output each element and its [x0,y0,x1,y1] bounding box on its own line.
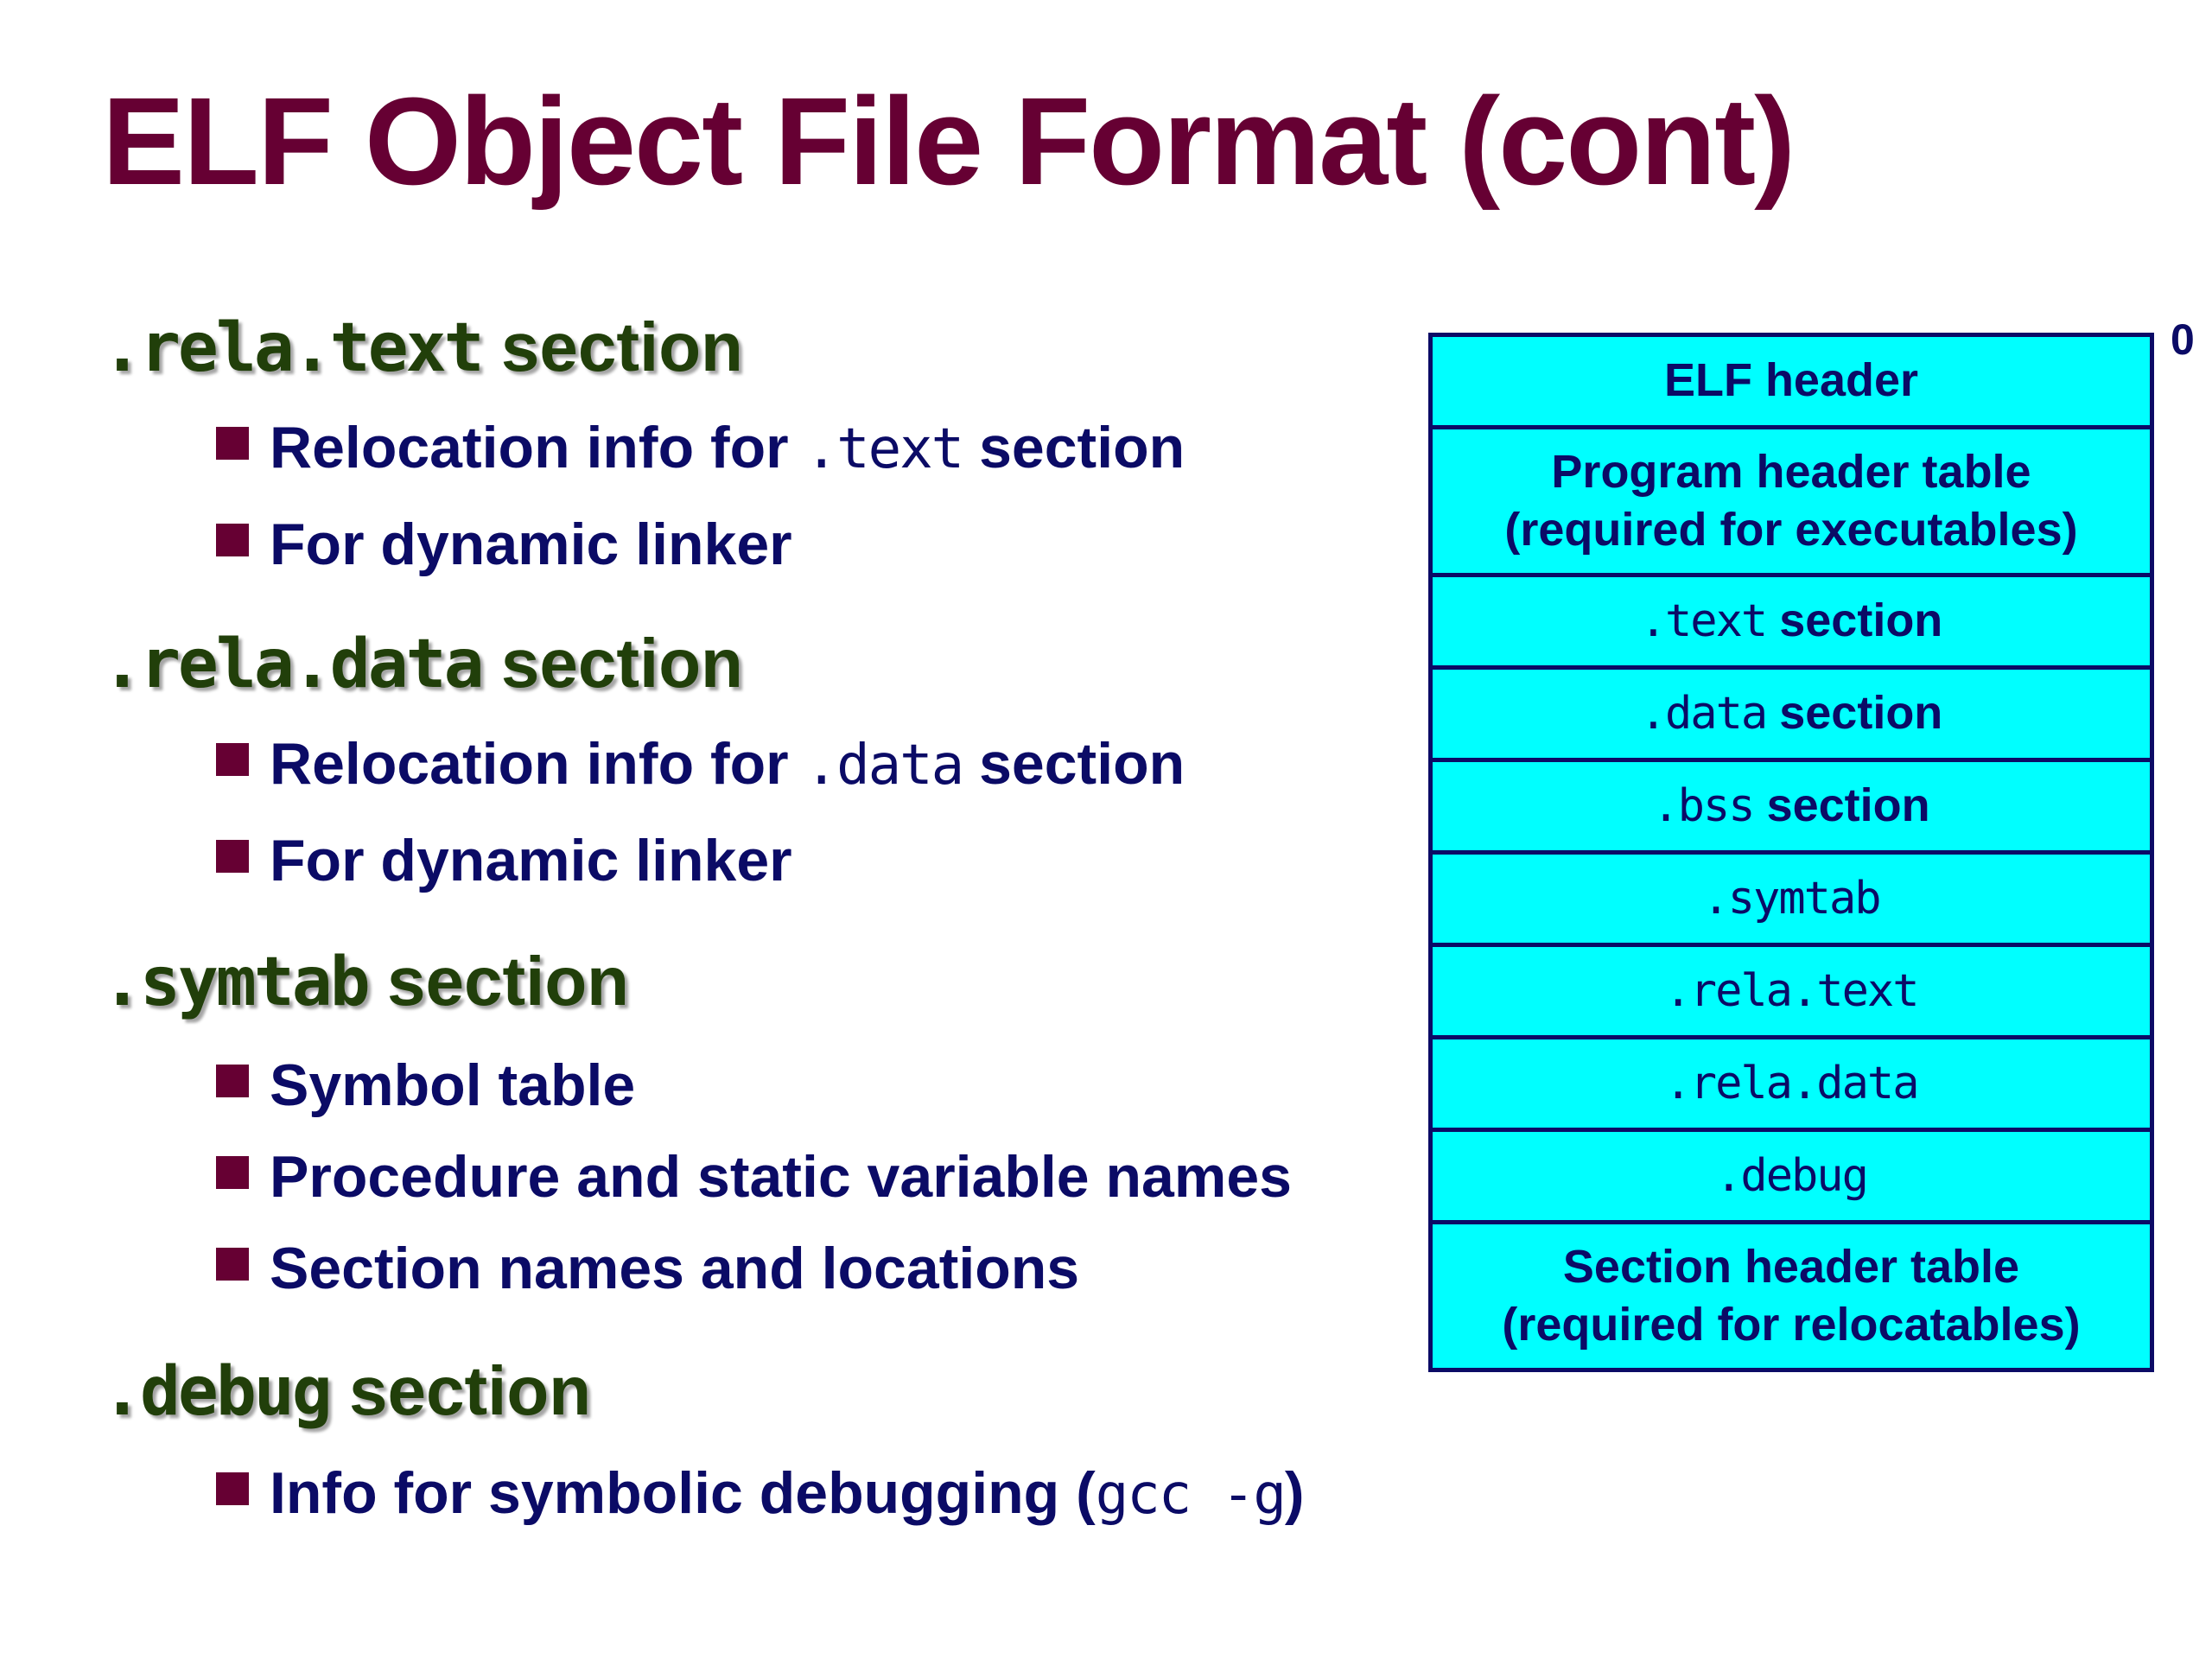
section-label: section [386,943,630,1020]
bullet-list-debug: Info for symbolic debugging (gcc -g) [216,1464,1305,1522]
cell-code: .debug [1715,1149,1869,1202]
diagram-cell-symtab: .symtab [1428,850,2154,947]
cell-label: section [1766,594,1943,647]
cell-code: .text [1639,595,1769,648]
bullet-text-tail: section [963,731,1185,797]
section-heading-rela-data: .rela.data section [102,629,743,699]
section-code: .symtab [102,944,371,1021]
cell-code: .rela.data [1664,1057,1919,1109]
section-label: section [349,1352,592,1429]
cell-code: .data [1639,688,1769,741]
section-heading-symtab: .symtab section [102,947,629,1017]
diagram-cell-program-header-table: Program header table (required for execu… [1428,425,2154,577]
diagram-cell-debug: .debug [1428,1128,2154,1224]
bullet-text: For dynamic linker [270,512,792,577]
list-item: Symbol table [216,1056,1292,1115]
bullet-text: Relocation info for [270,415,805,480]
bullet-text: For dynamic linker [270,828,792,893]
cell-label: Program header table [1551,445,2031,498]
section-code: .debug [102,1353,333,1431]
bullet-text-tail: section [963,415,1185,480]
section-code: .rela.text [102,309,485,387]
bullet-text: Procedure and static variable names [270,1144,1292,1210]
cell-code: .symtab [1702,872,1881,925]
bullet-text: Section names and locations [270,1236,1080,1301]
square-bullet-icon [216,1472,249,1505]
diagram-cell-elf-header: ELF header [1428,333,2154,429]
cell-label: section [1753,779,1930,832]
list-item: Section names and locations [216,1239,1292,1298]
bullet-list-rela-data: Relocation info for .data section For dy… [216,734,1185,890]
diagram-cell-rela-text: .rela.text [1428,943,2154,1039]
bullet-code: gcc -g [1095,1463,1287,1527]
section-heading-debug: .debug section [102,1357,591,1427]
square-bullet-icon [216,743,249,776]
square-bullet-icon [216,1248,249,1281]
section-heading-rela-text: .rela.text section [102,313,743,383]
square-bullet-icon [216,840,249,873]
elf-layout-diagram: ELF header Program header table (require… [1428,333,2154,1372]
cell-label-line2: (required for executables) [1504,504,2078,556]
section-label: section [500,308,743,385]
slide-content: .rela.text section Relocation info for .… [102,0,1398,1659]
square-bullet-icon [216,1065,249,1097]
square-bullet-icon [216,1156,249,1189]
bullet-text: Relocation info for [270,731,805,797]
bullet-text-tail: ) [1284,1460,1305,1526]
list-item: Procedure and static variable names [216,1147,1292,1206]
cell-code: .rela.text [1664,964,1919,1017]
square-bullet-icon [216,524,249,556]
list-item: Relocation info for .data section [216,734,1185,793]
diagram-cell-bss-section: .bss section [1428,758,2154,855]
section-code: .rela.data [102,626,485,703]
bullet-list-rela-text: Relocation info for .text section For dy… [216,418,1185,574]
cell-label: Section header table [1562,1240,2020,1293]
list-item: Info for symbolic debugging (gcc -g) [216,1464,1305,1522]
square-bullet-icon [216,427,249,460]
offset-zero-label: 0 [2171,315,2195,364]
diagram-cell-data-section: .data section [1428,665,2154,762]
diagram-cell-rela-data: .rela.data [1428,1035,2154,1132]
cell-label: section [1766,687,1943,740]
bullet-code: .data [804,734,965,798]
bullet-list-symtab: Symbol table Procedure and static variab… [216,1056,1292,1298]
section-label: section [500,625,743,702]
slide-title: ELF Object File Format (cont) [102,72,1796,211]
list-item: Relocation info for .text section [216,418,1185,477]
bullet-text: Info for symbolic debugging ( [270,1460,1096,1526]
cell-label: ELF header [1663,354,1919,407]
diagram-cell-text-section: .text section [1428,573,2154,670]
bullet-code: .text [804,417,965,481]
cell-label-line2: (required for relocatables) [1502,1299,2081,1351]
bullet-text: Symbol table [270,1052,636,1118]
cell-code: .bss [1652,780,1755,833]
diagram-cell-section-header-table: Section header table (required for reloc… [1428,1220,2154,1372]
list-item: For dynamic linker [216,831,1185,890]
list-item: For dynamic linker [216,515,1185,574]
